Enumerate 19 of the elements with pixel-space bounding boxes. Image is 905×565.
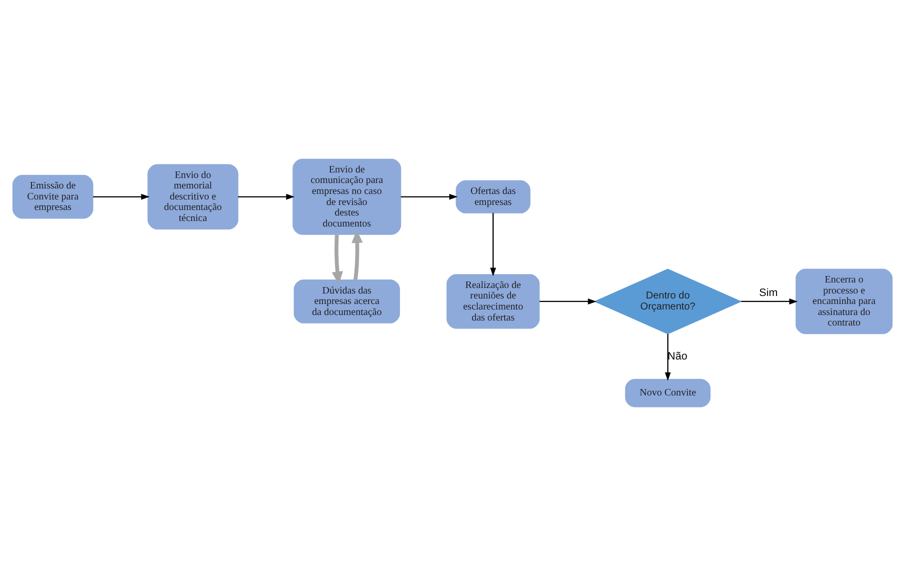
node-box: Emissão de Convite para empresas (12, 174, 94, 218)
node-box: Envio de comunicação para empresas no caso de revisão destes documentos (292, 158, 402, 234)
arrow (238, 193, 295, 200)
arrow (540, 298, 596, 304)
node-box: Novo Convite (625, 378, 711, 407)
node-box: Envio do memorial descritivo e documentação técnica (148, 164, 238, 229)
node-box: Encerra o processo e encaminha para assinatura do contrato (796, 268, 893, 334)
arrow (93, 193, 150, 200)
arrow (352, 230, 363, 280)
arrow (400, 193, 458, 200)
arrow (332, 234, 343, 284)
node-box: Ofertas das empresas (456, 180, 530, 213)
edge-label: Sim (759, 286, 778, 299)
node-box: Dúvidas das empresas acerca da documentação (294, 279, 400, 323)
node-box: Realização de reuniões de esclarecimento das ofertas (446, 274, 540, 328)
node-diamond: Dentro do Orçamento? (594, 268, 742, 334)
arrow (741, 298, 798, 304)
arrow (490, 212, 496, 276)
arrow (664, 334, 671, 380)
